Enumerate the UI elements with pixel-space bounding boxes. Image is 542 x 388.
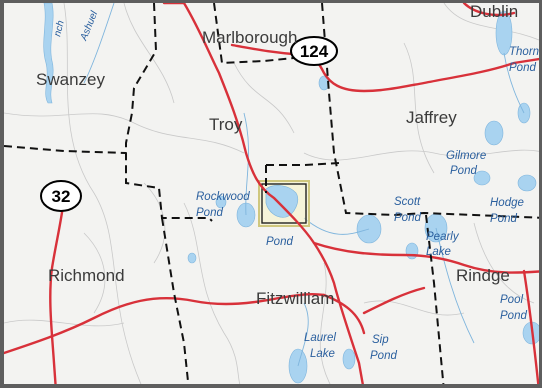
town-label-fitzwilliam: Fitzwilliam: [256, 289, 334, 308]
route-124-shield: 124: [290, 36, 338, 66]
water-label-laurel-1: Laurel: [304, 332, 336, 344]
route-124-label: 124: [300, 42, 329, 61]
water-label-ashuelot: Ashuel: [78, 9, 100, 43]
town-label-troy: Troy: [209, 115, 243, 134]
water-label-sip-1: Sip: [372, 334, 389, 346]
water-label-pearly-2: Lake: [426, 246, 451, 258]
water-label-laurel-2: Lake: [310, 348, 335, 360]
water-label-pond: Pond: [266, 236, 293, 248]
town-label-marlborough: Marlborough: [202, 28, 297, 47]
town-label-jaffrey: Jaffrey: [406, 108, 457, 127]
water-label-pool-1: Pool: [500, 294, 523, 306]
minor-roads: [4, 3, 539, 384]
water-label-gilmore-2: Pond: [450, 165, 477, 177]
town-label-richmond: Richmond: [48, 266, 125, 285]
water-label-rockwood-1: Rockwood: [196, 191, 250, 203]
water-label-rockwood-2: Pond: [196, 207, 223, 219]
water-label-sip-2: Pond: [370, 350, 397, 362]
water-label-hodge-2: Pond: [490, 213, 517, 225]
streams: [83, 3, 525, 367]
water-label-pool-2: Pond: [500, 310, 527, 322]
water-label-thorn-1: Thorn: [509, 46, 539, 58]
water-label-scott-2: Pond: [394, 212, 421, 224]
town-label-swanzey: Swanzey: [36, 70, 105, 89]
water-label-hodge-1: Hodge: [490, 197, 524, 209]
town-boundaries: [4, 3, 539, 384]
route-32-label: 32: [52, 187, 71, 206]
town-label-dublin: Dublin: [470, 3, 518, 21]
water-label-thorn-2: Pond: [509, 62, 536, 74]
route-32-shield: 32: [40, 180, 82, 212]
state-roads: [4, 3, 539, 384]
water-label-gilmore-1: Gilmore: [446, 150, 486, 162]
water-label-branch: nch: [52, 19, 67, 38]
water-label-pearly-1: Pearly: [426, 231, 460, 243]
highlight-square[interactable]: [258, 180, 310, 227]
town-label-rindge: Rindge: [456, 266, 510, 285]
water-label-scott-1: Scott: [394, 196, 421, 208]
map-canvas[interactable]: 124 32 Marlborough Swanzey Troy Jaffrey …: [4, 3, 542, 388]
